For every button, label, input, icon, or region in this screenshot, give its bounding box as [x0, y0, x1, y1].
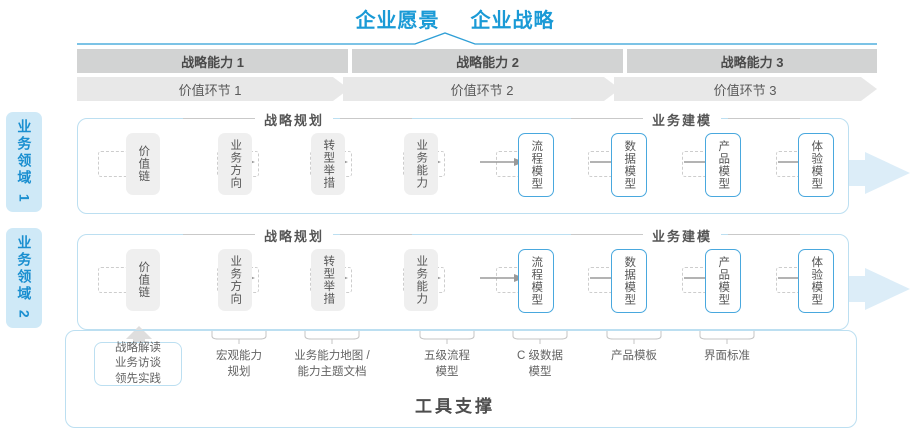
- value-chain-cell-1[interactable]: 价值环节 1: [77, 77, 343, 101]
- up-arrow-icon: [126, 326, 152, 348]
- tool-label-line-1: 五级流程: [424, 350, 470, 362]
- tool-box-line-2: 业务访谈: [115, 357, 161, 370]
- tool-label-line-1: 宏观能力: [216, 350, 262, 362]
- capability-cell-3[interactable]: 战略能力 3: [627, 49, 877, 73]
- node-label: 流程模型: [530, 256, 543, 306]
- sidebar-domain-1[interactable]: 业务领域 1: [6, 112, 42, 212]
- section-rule-right-1: [340, 118, 412, 119]
- node-business-direction[interactable]: 业务方向: [218, 249, 252, 311]
- tool-label-five-level-process[interactable]: 五级流程 模型: [407, 349, 487, 380]
- section-title-modeling-2: 业务建模: [643, 226, 722, 245]
- tool-box-line-1: 战略解读: [115, 341, 161, 354]
- value-chain-row: 价值环节 1 价值环节 2 价值环节 3: [77, 77, 877, 101]
- node-process-model[interactable]: 流程模型: [518, 133, 554, 197]
- node-label: 业务能力: [415, 255, 428, 305]
- capability-cell-1[interactable]: 战略能力 1: [77, 49, 348, 73]
- tool-label-macro-capability[interactable]: 宏观能力 规划: [199, 349, 279, 380]
- tool-support-container: [65, 330, 857, 428]
- tool-label-line-1: 业务能力地图 /: [294, 350, 370, 362]
- section-rule-left-1: [183, 234, 255, 235]
- strategic-capability-row: 战略能力 1 战略能力 2 战略能力 3: [77, 49, 877, 73]
- node-label: 体验模型: [810, 256, 823, 306]
- value-chain-label-3: 价值环节 3: [713, 82, 777, 98]
- tool-label-line-1: 界面标准: [704, 350, 750, 362]
- node-data-model[interactable]: 数据模型: [611, 133, 647, 197]
- section-rule-left-2: [571, 118, 643, 119]
- node-transformation-measures[interactable]: 转型举措: [311, 249, 345, 311]
- tool-label-line-1: C 级数据: [517, 350, 563, 362]
- section-title-planning-2: 战略规划: [255, 226, 334, 245]
- node-process-model[interactable]: 流程模型: [518, 249, 554, 313]
- tool-label-line-2: 规划: [227, 365, 251, 378]
- domain-row-1: 战略规划 业务建模 价值链 业务方向 转型举措 业务能力 流程模型 数据模型 产…: [77, 110, 849, 214]
- capability-cell-2[interactable]: 战略能力 2: [352, 49, 623, 73]
- node-label: 价值链: [137, 145, 150, 183]
- section-title-modeling-1: 业务建模: [643, 110, 722, 129]
- title-enterprise-strategy: 企业战略: [470, 10, 555, 32]
- node-label: 业务能力: [415, 139, 428, 189]
- node-label: 业务方向: [229, 255, 242, 305]
- capability-label-3: 战略能力 3: [720, 54, 784, 70]
- tool-label-line-1: 产品模板: [611, 350, 657, 362]
- capability-label-1: 战略能力 1: [181, 54, 244, 70]
- node-product-model[interactable]: 产品模型: [705, 133, 741, 197]
- tool-box-line-3: 领先实践: [115, 372, 161, 385]
- node-label: 价值链: [137, 261, 150, 299]
- section-rule-left-1: [183, 118, 255, 119]
- diagram-title: 企业愿景 企业战略: [0, 4, 910, 33]
- section-rule-right-2: [728, 118, 800, 119]
- tool-label-ui-standard[interactable]: 界面标准: [687, 349, 767, 365]
- value-chain-cell-2[interactable]: 价值环节 2: [349, 77, 615, 101]
- node-experience-model[interactable]: 体验模型: [798, 133, 834, 197]
- node-label: 数据模型: [623, 140, 636, 190]
- tool-label-line-2: 模型: [528, 365, 552, 378]
- node-value-chain[interactable]: 价值链: [126, 249, 160, 311]
- node-product-model[interactable]: 产品模型: [705, 249, 741, 313]
- tool-box-strategy-interpretation[interactable]: 战略解读 业务访谈 领先实践: [94, 342, 182, 386]
- bracket-connectors: [211, 330, 755, 344]
- node-experience-model[interactable]: 体验模型: [798, 249, 834, 313]
- tool-support-title: 工具支撑: [415, 397, 495, 416]
- section-rule-right-2: [728, 234, 800, 235]
- section-rule-left-2: [571, 234, 643, 235]
- value-chain-label-1: 价值环节 1: [178, 82, 242, 98]
- value-chain-cell-3[interactable]: 价值环节 3: [620, 77, 870, 101]
- value-chain-label-2: 价值环节 2: [450, 82, 514, 98]
- node-label: 产品模型: [717, 140, 730, 190]
- sidebar-domain-2[interactable]: 业务领域 2: [6, 228, 42, 328]
- vision-connector-line: [77, 32, 877, 45]
- node-value-chain[interactable]: 价值链: [126, 133, 160, 195]
- capability-label-2: 战略能力 2: [456, 54, 519, 70]
- node-data-model[interactable]: 数据模型: [611, 249, 647, 313]
- title-enterprise-vision: 企业愿景: [355, 10, 440, 32]
- section-rule-right-1: [340, 234, 412, 235]
- node-transformation-measures[interactable]: 转型举措: [311, 133, 345, 195]
- node-label: 转型举措: [322, 255, 335, 305]
- node-label: 流程模型: [530, 140, 543, 190]
- node-label: 产品模型: [717, 256, 730, 306]
- tool-label-product-template[interactable]: 产品模板: [594, 349, 674, 365]
- node-business-capability[interactable]: 业务能力: [404, 249, 438, 311]
- tool-label-line-2: 能力主题文档: [297, 365, 367, 378]
- tool-label-c-level-data[interactable]: C 级数据 模型: [500, 349, 580, 380]
- tool-label-capability-map[interactable]: 业务能力地图 / 能力主题文档: [276, 349, 388, 380]
- domain-1-label: 业务领域 1: [16, 119, 33, 205]
- node-label: 体验模型: [810, 140, 823, 190]
- node-label: 转型举措: [322, 139, 335, 189]
- node-business-capability[interactable]: 业务能力: [404, 133, 438, 195]
- node-label: 数据模型: [623, 256, 636, 306]
- tool-label-line-2: 模型: [435, 365, 459, 378]
- node-business-direction[interactable]: 业务方向: [218, 133, 252, 195]
- section-title-planning-1: 战略规划: [255, 110, 334, 129]
- domain-row-2: 战略规划 业务建模 价值链 业务方向 转型举措 业务能力 流程模型 数据模型 产…: [77, 226, 849, 330]
- value-chain-arrows: [77, 77, 877, 101]
- domain-2-label: 业务领域 2: [16, 235, 33, 321]
- node-label: 业务方向: [229, 139, 242, 189]
